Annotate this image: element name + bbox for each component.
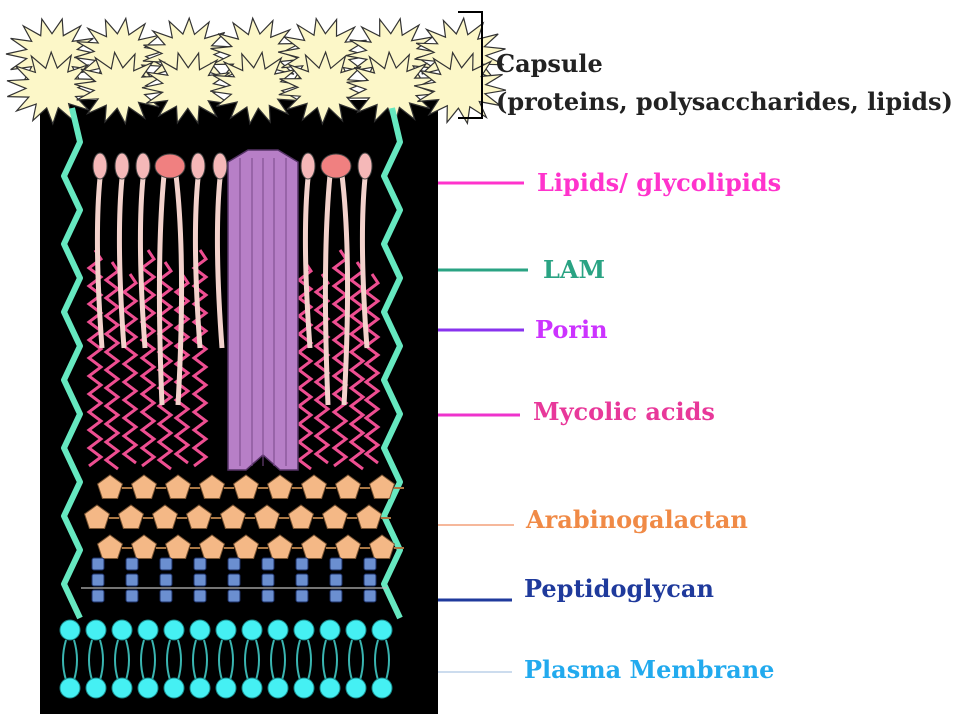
- peptidoglycan-unit: [126, 558, 138, 570]
- membrane-lipid-head: [86, 620, 106, 640]
- membrane-lipid-head: [86, 678, 106, 698]
- peptidoglycan-unit: [228, 558, 240, 570]
- peptidoglycan-unit: [262, 558, 274, 570]
- glycolipid-head: [155, 154, 185, 178]
- peptidoglycan-unit: [92, 574, 104, 586]
- membrane-lipid-head: [138, 620, 158, 640]
- membrane-lipid-head: [112, 620, 132, 640]
- porin: [228, 150, 298, 470]
- peptidoglycan-unit: [296, 558, 308, 570]
- peptidoglycan-unit: [126, 590, 138, 602]
- peptidoglycan-unit: [262, 590, 274, 602]
- membrane-lipid-head: [372, 678, 392, 698]
- label-mycolic-acids: Mycolic acids: [533, 400, 715, 424]
- lipid-head: [358, 153, 372, 179]
- membrane-lipid-head: [112, 678, 132, 698]
- peptidoglycan-unit: [228, 590, 240, 602]
- peptidoglycan-unit: [92, 558, 104, 570]
- membrane-lipid-head: [60, 678, 80, 698]
- membrane-lipid-head: [164, 678, 184, 698]
- peptidoglycan-unit: [160, 590, 172, 602]
- peptidoglycan-unit: [364, 574, 376, 586]
- capsule-subtitle: (proteins, polysaccharides, lipids): [496, 90, 953, 114]
- label-porin: Porin: [535, 318, 608, 342]
- label-leader-lines: [438, 183, 528, 672]
- peptidoglycan-unit: [330, 558, 342, 570]
- peptidoglycan-unit: [296, 574, 308, 586]
- membrane-lipid-head: [372, 620, 392, 640]
- peptidoglycan-unit: [228, 574, 240, 586]
- peptidoglycan-unit: [330, 574, 342, 586]
- membrane-lipid-head: [60, 620, 80, 640]
- membrane-lipid-head: [138, 678, 158, 698]
- peptidoglycan-unit: [262, 574, 274, 586]
- membrane-lipid-head: [216, 678, 236, 698]
- peptidoglycan-unit: [194, 590, 206, 602]
- membrane-lipid-head: [190, 620, 210, 640]
- lipid-head: [191, 153, 205, 179]
- peptidoglycan-unit: [330, 590, 342, 602]
- peptidoglycan-unit: [364, 558, 376, 570]
- membrane-lipid-head: [242, 678, 262, 698]
- peptidoglycan-unit: [194, 558, 206, 570]
- membrane-lipid-head: [294, 678, 314, 698]
- lipid-head: [213, 153, 227, 179]
- membrane-lipid-head: [164, 620, 184, 640]
- membrane-lipid-head: [346, 678, 366, 698]
- label-plasma-membrane: Plasma Membrane: [524, 658, 774, 682]
- lipid-head: [136, 153, 150, 179]
- label-peptidoglycan: Peptidoglycan: [524, 577, 714, 601]
- membrane-lipid-head: [268, 678, 288, 698]
- peptidoglycan-unit: [296, 590, 308, 602]
- membrane-lipid-head: [216, 620, 236, 640]
- label-arabinogalactan: Arabinogalactan: [526, 508, 748, 532]
- peptidoglycan-unit: [92, 590, 104, 602]
- membrane-lipid-head: [268, 620, 288, 640]
- peptidoglycan-unit: [126, 574, 138, 586]
- capsule-title: Capsule: [496, 52, 603, 76]
- membrane-lipid-head: [346, 620, 366, 640]
- peptidoglycan-unit: [194, 574, 206, 586]
- lipid-head: [93, 153, 107, 179]
- peptidoglycan-unit: [160, 574, 172, 586]
- membrane-lipid-head: [294, 620, 314, 640]
- label-lam: LAM: [543, 258, 605, 282]
- membrane-lipid-head: [320, 678, 340, 698]
- glycolipid-head: [321, 154, 351, 178]
- membrane-lipid-head: [190, 678, 210, 698]
- peptidoglycan-layer: [81, 558, 387, 602]
- lipid-head: [301, 153, 315, 179]
- peptidoglycan-unit: [364, 590, 376, 602]
- membrane-lipid-head: [320, 620, 340, 640]
- membrane-lipid-head: [242, 620, 262, 640]
- lipid-head: [115, 153, 129, 179]
- label-lipids-glycolipids: Lipids/ glycolipids: [537, 171, 781, 195]
- peptidoglycan-unit: [160, 558, 172, 570]
